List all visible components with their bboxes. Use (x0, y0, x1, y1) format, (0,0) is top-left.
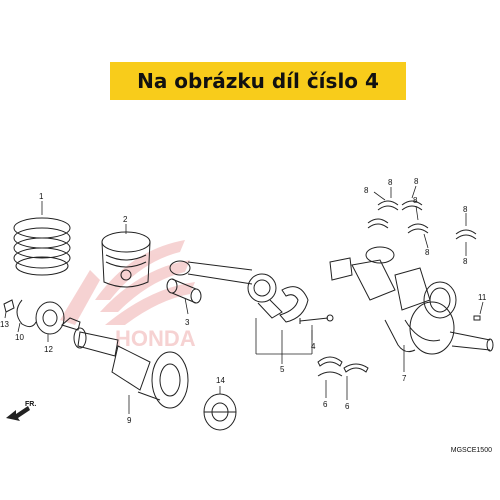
callout-8a: 8 (364, 186, 369, 195)
callout-8b: 8 (388, 178, 393, 187)
brand-watermark: HONDA (60, 240, 196, 351)
circlip-10 (16, 299, 37, 328)
key-11 (473, 315, 481, 321)
leader-lines (4, 185, 484, 414)
rod-bolt (299, 314, 334, 324)
callout-8d: 8 (413, 196, 418, 205)
crankshaft (329, 246, 494, 355)
callout-8g: 8 (463, 257, 468, 266)
main-bearings (367, 200, 477, 240)
callout-10: 10 (15, 333, 24, 342)
bearing-12 (35, 301, 65, 335)
callout-8e: 8 (425, 248, 430, 257)
clip-13 (3, 299, 15, 313)
front-arrow-icon (6, 406, 30, 421)
rod-cap (279, 286, 309, 323)
callout-8f: 8 (463, 205, 468, 214)
svg-text:HONDA: HONDA (115, 326, 196, 351)
callout-5: 5 (280, 365, 285, 374)
callout-13: 13 (0, 320, 9, 329)
callout-2: 2 (123, 215, 128, 224)
connecting-rod (169, 260, 283, 319)
bearing-14 (203, 393, 237, 431)
callout-12: 12 (44, 345, 53, 354)
banner-title: Na obrázku díl číslo 4 (137, 69, 379, 93)
title-banner: Na obrázku díl číslo 4 (110, 62, 406, 100)
callout-6b: 6 (345, 402, 350, 411)
balancer-shaft (60, 317, 189, 409)
diagram-code: MGSCE1500 (450, 447, 492, 454)
callout-14: 14 (216, 376, 225, 385)
callout-1: 1 (39, 192, 44, 201)
callout-7: 7 (402, 374, 407, 383)
direction-label: FR. (25, 401, 37, 408)
callout-6a: 6 (323, 400, 328, 409)
callout-3: 3 (185, 318, 190, 327)
piston-rings (13, 217, 71, 276)
rod-bearings (317, 356, 369, 377)
callout-11: 11 (478, 293, 487, 302)
piston-pin (166, 278, 202, 304)
callout-8c: 8 (414, 177, 419, 186)
callout-4: 4 (311, 342, 316, 351)
callout-9: 9 (127, 416, 132, 425)
